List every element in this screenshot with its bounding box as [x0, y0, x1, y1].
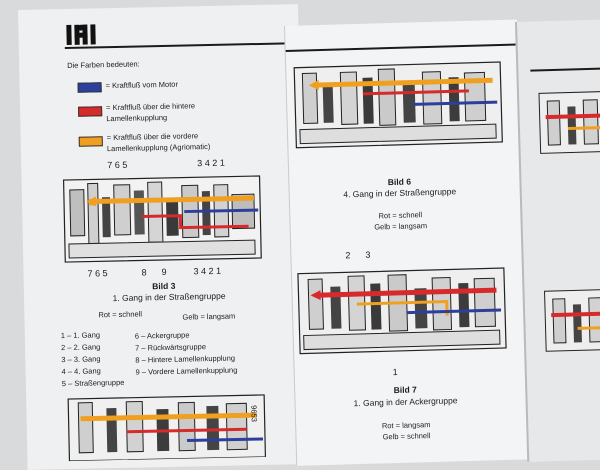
part-1: 1 – 1. Gang	[60, 330, 101, 341]
legend-swatch-orange	[78, 136, 103, 147]
next-page-diagram-top	[538, 90, 600, 154]
legend-rear-line1: = Kraftfluß über die hintere	[105, 101, 196, 113]
legend-swatch-red	[78, 106, 103, 117]
bild3-top-numbers-right: 3 4 2 1	[197, 157, 225, 169]
bild3-subtitle: 1. Gang in der Straßengruppe	[112, 290, 226, 304]
right-page: Bild 6 4. Gang in der Straßengruppe Rot …	[284, 19, 530, 466]
left-page: Die Farben bedeuten: = Kraftfluß vom Mot…	[18, 4, 308, 470]
bild4-side-code: 9653	[249, 405, 259, 422]
next-page-diagram-mid	[544, 288, 600, 352]
bild7-gelb: Gelb = schnell	[382, 431, 431, 442]
bild3-top-numbers-left: 7 6 5	[107, 159, 128, 171]
ih-logo	[66, 24, 96, 45]
part-2: 2 – 2. Gang	[60, 342, 101, 353]
part-3: 3 – 3. Gang	[61, 354, 101, 365]
bild6-gelb: Gelb = langsam	[374, 221, 428, 232]
legend-motor: = Kraftfluß vom Motor	[105, 79, 178, 91]
legend-front-line1: = Kraftfluß über die vordere	[106, 131, 199, 143]
header-rule	[64, 42, 305, 50]
bild3-bottom-numbers-right: 3 4 2 1	[193, 265, 222, 277]
bild3-caption: Bild 3	[152, 280, 176, 292]
legend-swatch-blue	[77, 82, 102, 93]
bild7-caption: Bild 7	[393, 384, 417, 396]
bild3-bottom-numbers-left: 7 6 5	[87, 268, 108, 279]
right-header-rule	[285, 43, 518, 52]
bild7-gearbox-diagram	[297, 267, 507, 355]
part-4: 4 – 4. Gang	[61, 366, 101, 377]
next-page-rule	[530, 67, 600, 72]
bild4-gearbox-diagram-partial	[67, 394, 267, 462]
bild3-gelb: Gelb = langsam	[182, 311, 236, 322]
bild3-gearbox-diagram	[62, 175, 262, 263]
part-6: 6 – Ackergruppe	[134, 330, 190, 341]
legend-rear-line2: Lamellenkupplung	[106, 112, 168, 124]
bild3-bottom-number-8: 8	[141, 267, 147, 278]
bild7-label-1: 1	[392, 366, 398, 378]
bild3-rot: Rot = schnell	[98, 309, 143, 320]
bild6-gearbox-diagram	[293, 61, 503, 149]
part-9: 9 – Vordere Lamellenkupplung	[135, 365, 238, 377]
bild7-label-2: 2	[345, 250, 351, 261]
part-7: 7 – Rückwärtsgruppe	[135, 342, 207, 353]
next-page-edge	[515, 19, 600, 462]
part-8: 8 – Hintere Lamellenkupplung	[135, 353, 236, 365]
legend-title: Die Farben bedeuten:	[67, 59, 140, 70]
bild7-subtitle: 1. Gang in der Ackergruppe	[353, 395, 458, 409]
bild3-bottom-number-9: 9	[161, 266, 167, 278]
legend-front-line2: Lamellenkupplung (Agriomatic)	[106, 142, 211, 154]
bild6-subtitle: 4. Gang in der Straßengruppe	[343, 186, 457, 200]
bild7-label-3: 3	[365, 249, 371, 260]
part-5: 5 – Straßengruppe	[61, 377, 125, 389]
